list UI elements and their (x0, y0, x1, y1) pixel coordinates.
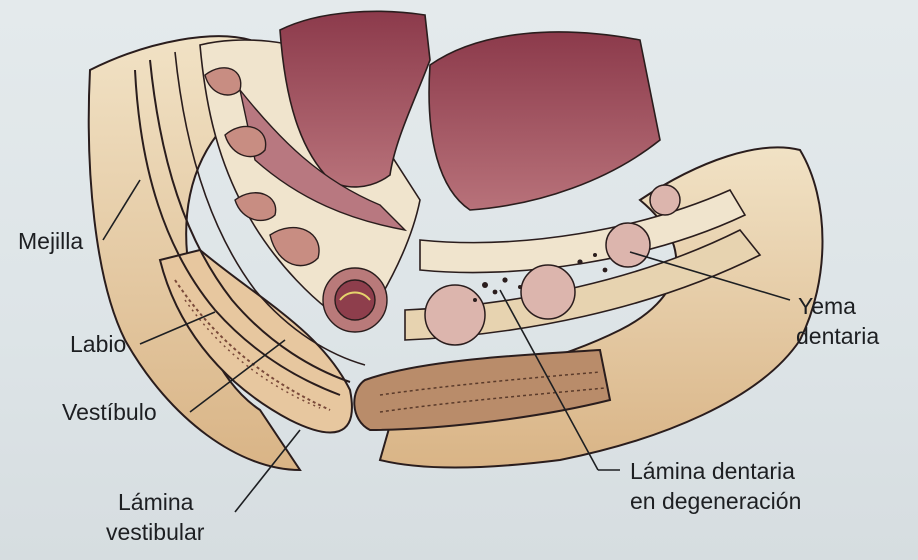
label-lamina-dentaria-2: en degeneración (630, 488, 801, 515)
label-lamina-vestibular-1: Lámina (118, 489, 193, 516)
muscle-mass-right (429, 32, 660, 210)
label-yema-1: Yema (798, 293, 856, 320)
label-mejilla: Mejilla (18, 228, 83, 255)
label-yema-2: dentaria (796, 323, 879, 350)
label-lamina-dentaria-1: Lámina dentaria (630, 458, 795, 485)
label-lamina-vestibular-2: vestibular (106, 519, 204, 546)
label-labio: Labio (70, 331, 126, 358)
label-vestibulo: Vestíbulo (62, 399, 157, 426)
